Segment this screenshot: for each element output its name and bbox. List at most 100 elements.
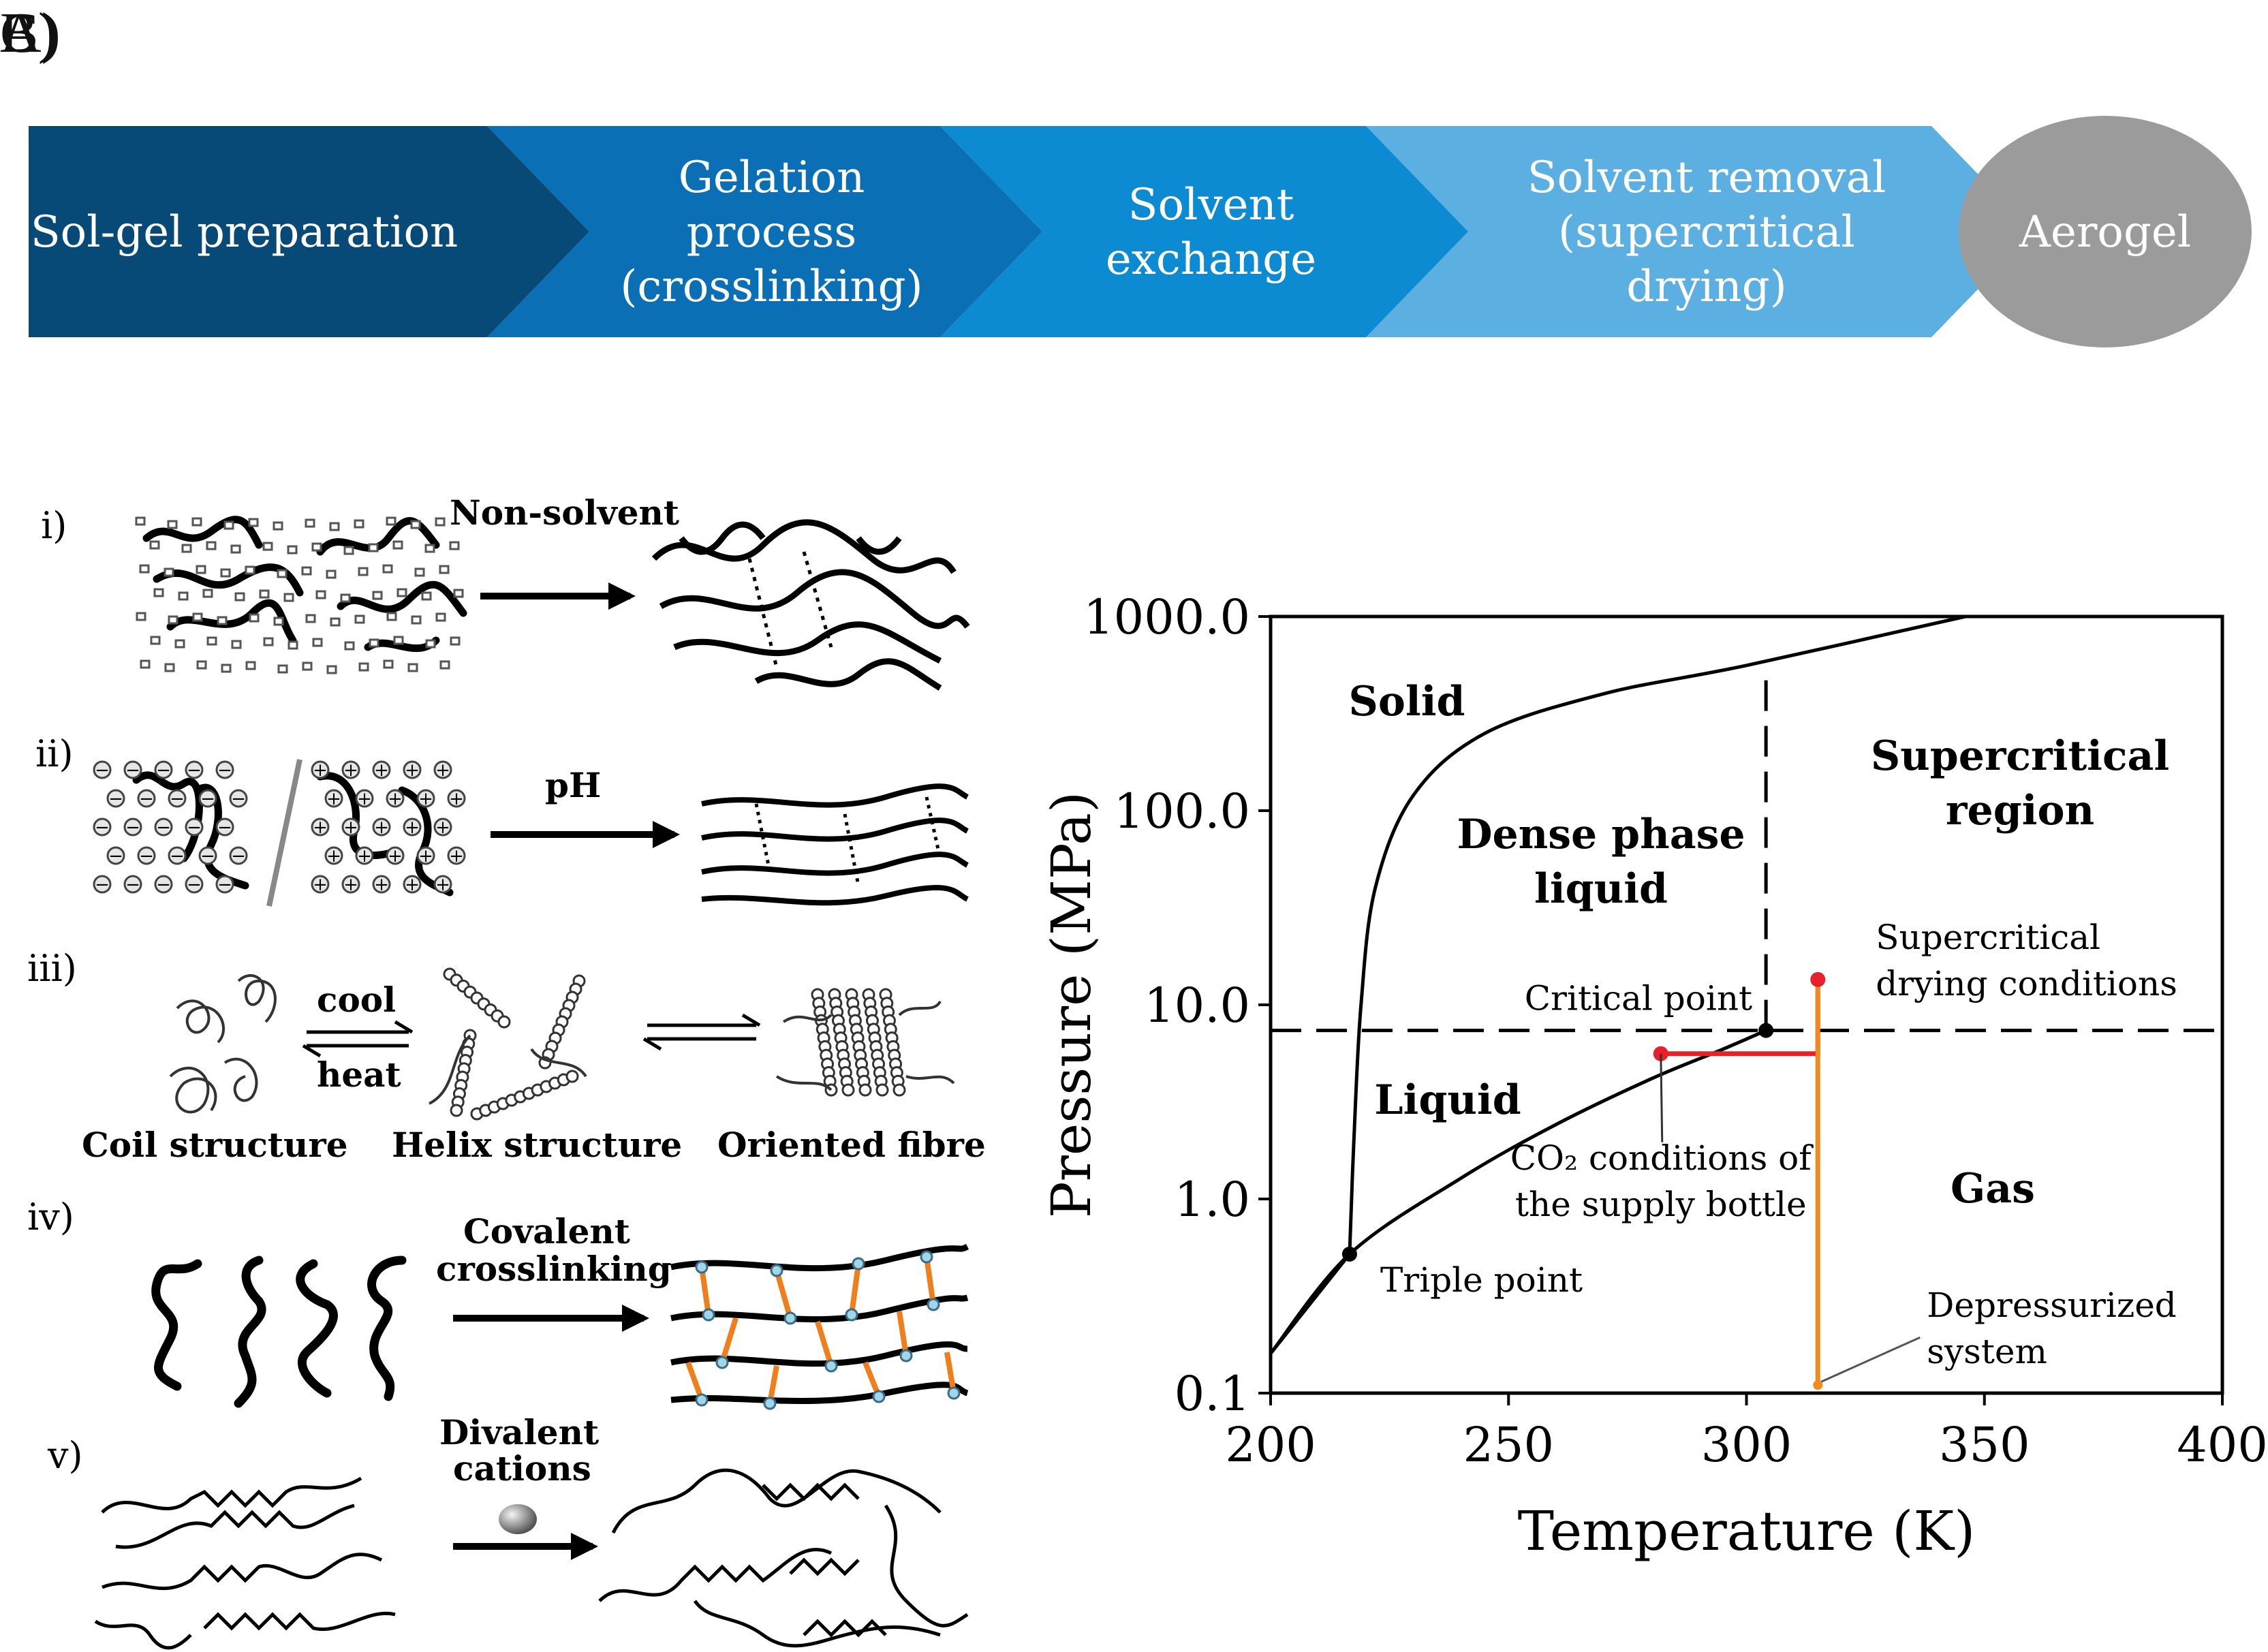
svg-text:+: + — [357, 846, 372, 867]
depressurized-label: Depressurized — [1927, 1285, 2177, 1325]
svg-text:−: − — [170, 789, 185, 809]
triple-point-marker — [1341, 1246, 1357, 1262]
process-step-3-text: Solvent — [1128, 180, 1294, 230]
label-cations: cations — [453, 1448, 591, 1489]
equilibrium-arrows — [642, 1013, 761, 1051]
process-step-3 — [940, 126, 1468, 337]
label-covalent: Covalent — [463, 1211, 630, 1251]
process-flow: Sol-gel preparationGelationprocess(cross… — [29, 116, 2252, 347]
svg-text:−: − — [156, 760, 171, 781]
svg-text:−: − — [156, 817, 171, 838]
svg-text:+: + — [313, 760, 328, 781]
critical-point-marker — [1758, 1023, 1774, 1038]
y-tick-label: 0.1 — [1175, 1366, 1250, 1422]
svg-text:+: + — [405, 817, 420, 838]
label-divalent: Divalent — [439, 1412, 599, 1452]
svg-text:+: + — [418, 846, 433, 867]
svg-text:−: − — [217, 875, 232, 895]
label-cool: cool — [317, 980, 396, 1020]
region-label: liquid — [1534, 865, 1668, 913]
svg-text:−: − — [200, 789, 215, 809]
svg-text:−: − — [139, 846, 154, 867]
svg-text:+: + — [343, 817, 358, 838]
supercritical-drying-label: Supercritical — [1876, 918, 2100, 957]
supply-bottle-leader — [1660, 1053, 1664, 1142]
process-step-4-text: drying) — [1626, 262, 1786, 312]
label-non-solvent: Non-solvent — [450, 493, 679, 533]
label-coil-structure: Coil structure — [82, 1125, 348, 1165]
svg-text:+: + — [343, 760, 358, 781]
roman-i: i) — [41, 504, 67, 547]
svg-text:−: − — [187, 875, 202, 895]
svg-text:+: + — [388, 846, 403, 867]
depressurized-marker — [1813, 1380, 1823, 1390]
covalent-network — [670, 1243, 969, 1410]
sublimation-curve — [1269, 1253, 1351, 1355]
svg-text:+: + — [435, 760, 450, 781]
svg-text:−: − — [200, 846, 215, 867]
triple-point-label: Triple point — [1380, 1260, 1583, 1300]
svg-text:−: − — [187, 817, 202, 838]
svg-text:−: − — [95, 760, 110, 781]
panel-label-c: C) — [0, 1, 57, 65]
egg-box-chains — [94, 1476, 396, 1650]
x-tick-label: 400 — [2177, 1417, 2268, 1473]
label-oriented-fibre: Oriented fibre — [717, 1125, 986, 1165]
svg-text:+: + — [343, 875, 358, 895]
region-label: Dense phase — [1457, 811, 1745, 858]
svg-text:−: − — [108, 846, 123, 867]
svg-text:−: − — [231, 846, 246, 867]
x-axis-title: Temperature (K) — [1518, 1499, 1976, 1563]
svg-text:+: + — [326, 789, 341, 809]
svg-text:+: + — [313, 817, 328, 838]
process-step-1 — [29, 126, 589, 337]
y-tick-label: 100.0 — [1114, 783, 1250, 839]
coil-structure-drawing — [169, 973, 277, 1114]
process-step-1-text: Sol-gel preparation — [31, 207, 458, 258]
svg-text:+: + — [435, 875, 450, 895]
supply-bottle-label: CO₂ conditions of — [1510, 1138, 1814, 1178]
supercritical-drying-label: drying conditions — [1876, 964, 2177, 1003]
svg-text:+: + — [449, 846, 464, 867]
aerogel-label: Aerogel — [2019, 207, 2192, 258]
svg-text:−: − — [156, 875, 171, 895]
roman-v: v) — [47, 1434, 83, 1477]
x-tick-label: 200 — [1225, 1417, 1316, 1473]
svg-text:+: + — [435, 817, 450, 838]
process-step-3-text: exchange — [1106, 234, 1316, 285]
label-ph: pH — [545, 765, 601, 805]
y-tick-label: 1000.0 — [1083, 589, 1250, 645]
roman-iii: iii) — [27, 947, 77, 990]
svg-text:−: − — [108, 789, 123, 809]
svg-text:+: + — [374, 760, 389, 781]
ions: −+−+−+−+−+−+−+−+−+−+−+−+−+−+−+−+−+−+−+−+… — [93, 760, 466, 895]
critical-point-label: Critical point — [1525, 979, 1752, 1018]
label-crosslinking: crosslinking — [436, 1249, 672, 1289]
roman-iv: iv) — [27, 1196, 74, 1238]
x-tick-label: 350 — [1939, 1417, 2030, 1473]
process-step-2-text: process — [687, 207, 857, 258]
cool-heat-arrows — [302, 1020, 414, 1058]
svg-text:−: − — [170, 846, 185, 867]
svg-text:−: − — [217, 760, 232, 781]
solvent-molecules — [135, 516, 464, 674]
process-step-4 — [1366, 126, 2034, 337]
svg-text:+: + — [449, 789, 464, 809]
panel-label-b: B) — [0, 1, 57, 65]
region-label: region — [1946, 787, 2094, 835]
helix-structure-drawing — [443, 967, 586, 1121]
svg-text:−: − — [125, 760, 140, 781]
melting-curve — [1348, 614, 1966, 1255]
svg-text:+: + — [405, 760, 420, 781]
svg-text:+: + — [388, 789, 403, 809]
depressurized-leader — [1820, 1336, 1921, 1383]
process-step-2 — [487, 126, 1042, 337]
svg-text:+: + — [374, 817, 389, 838]
region-label: Supercritical — [1871, 732, 2169, 780]
y-tick-label: 10.0 — [1144, 978, 1250, 1033]
svg-text:+: + — [326, 846, 341, 867]
svg-text:+: + — [418, 789, 433, 809]
process-step-4-text: (supercritical — [1558, 207, 1855, 258]
region-label: Gas — [1951, 1165, 2035, 1213]
